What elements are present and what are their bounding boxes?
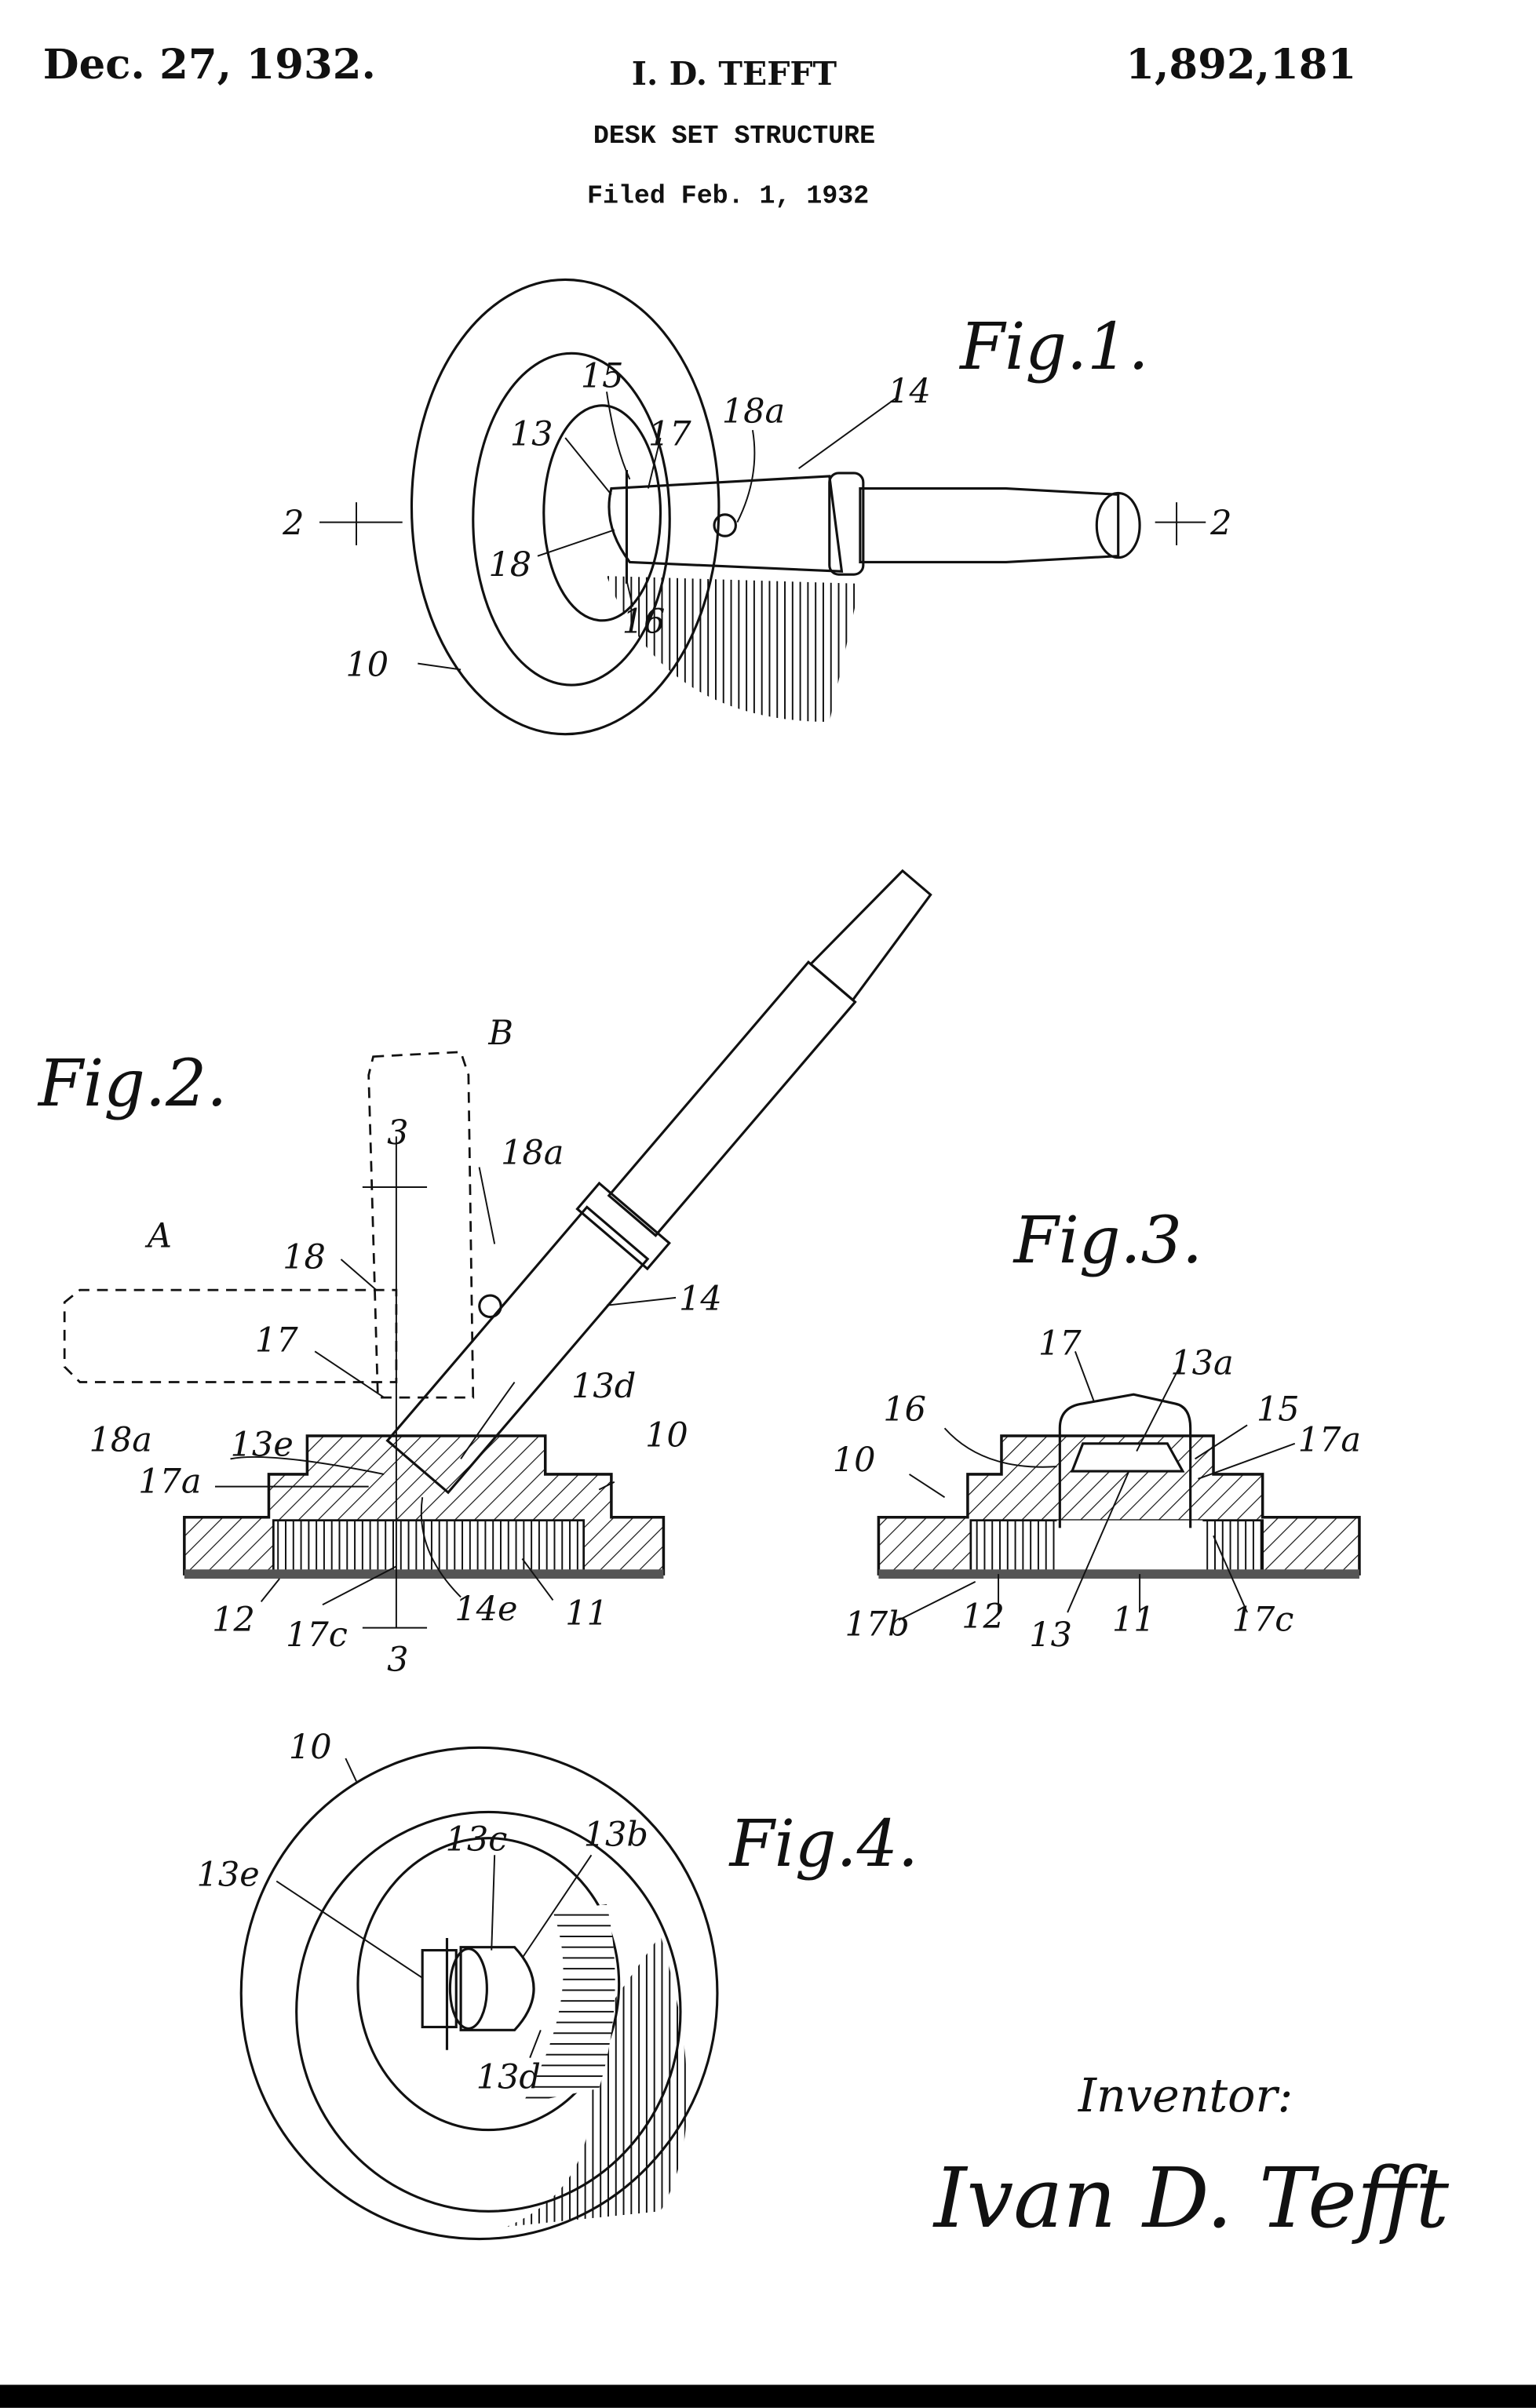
pen-socket-13: [421, 1937, 535, 2050]
ref-12: 12: [961, 1597, 1005, 1637]
inventor-name: I. D. TEFFT: [632, 54, 837, 93]
ref-13a: 13a: [1170, 1344, 1233, 1383]
leader-lines: [898, 1351, 1296, 1621]
ref-A: A: [144, 1216, 172, 1255]
felt-bottom-12: [878, 1569, 1359, 1579]
pen-position-b: [367, 1051, 475, 1399]
ref-13e: 13e: [196, 1855, 259, 1894]
leader-lines: [214, 1167, 677, 1606]
ref-17c: 17c: [286, 1616, 348, 1655]
invention-title: DESK SET STRUCTURE: [593, 121, 875, 151]
ref-13d: 13d: [476, 2058, 541, 2097]
ref-13c: 13c: [446, 1820, 508, 1859]
section-3-bottom: 3: [387, 1640, 408, 1679]
ref-10: 10: [645, 1416, 688, 1455]
felt-bottom-12: [184, 1569, 664, 1579]
figure-2: Fig.2. B 3 18a A 18 14 17 13d: [37, 869, 932, 1679]
section-2-left: 2: [282, 504, 304, 543]
figure-2-title: Fig.2.: [37, 1047, 227, 1121]
figure-4: Fig.4. 10 13c 13b 13e 13d: [196, 1728, 918, 2241]
cavity-center: [1056, 1520, 1203, 1572]
ref-18: 18: [283, 1238, 326, 1277]
figure-4-title: Fig.4.: [728, 1807, 918, 1882]
step-shading: [522, 1903, 615, 2104]
ref-16: 16: [883, 1390, 926, 1429]
leader-lines: [275, 1758, 593, 2058]
staple-17: [1058, 1393, 1192, 1528]
ref-18: 18: [488, 545, 531, 585]
patent-date: Dec. 27, 1932.: [43, 40, 376, 89]
base-shading: [607, 576, 860, 723]
inventor-signature: Ivan D. Tefft: [932, 2150, 1450, 2246]
bottom-border-bar: [0, 2384, 1536, 2408]
base-middle-step: [472, 352, 671, 687]
base-top-step: [356, 1837, 621, 2132]
ref-12: 12: [212, 1601, 255, 1640]
ref-17c: 17c: [1232, 1601, 1294, 1640]
ref-18a: 18a: [722, 392, 785, 431]
ref-10: 10: [833, 1441, 876, 1480]
ref-10: 10: [289, 1728, 332, 1767]
figure-3-title: Fig.3.: [1012, 1204, 1202, 1278]
section-line-2-2: [319, 502, 1206, 545]
section-3-top: 3: [387, 1113, 408, 1153]
ref-14: 14: [679, 1280, 722, 1319]
figure-3: Fig.3. 17 13a 16 15 17a 10 17b 12 13 11 …: [833, 1204, 1361, 1655]
ref-13: 13: [510, 415, 553, 454]
pen-holder-tilted: [385, 869, 932, 1495]
pen-holder-body: [607, 470, 1141, 584]
base-outer-edge: [410, 278, 721, 736]
patent-number: 1,892,181: [1126, 40, 1356, 89]
base-middle-step: [295, 1810, 682, 2213]
ref-15: 15: [581, 356, 624, 395]
ref-13d: 13d: [571, 1367, 636, 1406]
sheet-header: Dec. 27, 1932. I. D. TEFFT 1,892,181 DES…: [43, 40, 1357, 211]
ref-13e: 13e: [231, 1425, 294, 1464]
ref-17a: 17a: [1298, 1421, 1361, 1460]
ref-B: B: [487, 1014, 513, 1053]
ref-17: 17: [255, 1321, 298, 1360]
filing-date: Filed Feb. 1, 1932: [587, 181, 869, 211]
inventor-caption: Inventor:: [1078, 2069, 1293, 2122]
ref-14e: 14e: [454, 1590, 517, 1629]
socket-13a: [1070, 1442, 1185, 1473]
ref-17: 17: [648, 415, 691, 454]
pen-position-a: [63, 1288, 398, 1383]
section-2-right: 2: [1209, 504, 1231, 543]
ref-11: 11: [565, 1594, 608, 1634]
ref-10: 10: [345, 645, 389, 684]
base-outer-edge: [239, 1746, 719, 2241]
ref-17a: 17a: [138, 1462, 201, 1501]
figure-1: Fig.1. 15 17 18a 14 13 18: [282, 278, 1232, 736]
ref-16: 16: [622, 602, 666, 641]
base-top-step: [542, 404, 662, 622]
ref-11: 11: [1112, 1601, 1155, 1640]
ref-13b: 13b: [584, 1816, 648, 1855]
ref-13: 13: [1029, 1616, 1072, 1655]
base-cavity-11: [272, 1519, 586, 1572]
figure-1-title: Fig.1.: [958, 310, 1148, 384]
ref-15: 15: [1257, 1390, 1300, 1429]
ref-18a-upper: 18a: [501, 1134, 564, 1173]
leader-lines: [418, 392, 899, 671]
ref-18a-lower: 18a: [89, 1421, 152, 1460]
ref-17b: 17b: [845, 1605, 909, 1644]
ref-14: 14: [888, 372, 931, 411]
inventor-block: Inventor: Ivan D. Tefft: [932, 2069, 1450, 2246]
ref-17: 17: [1038, 1324, 1082, 1363]
